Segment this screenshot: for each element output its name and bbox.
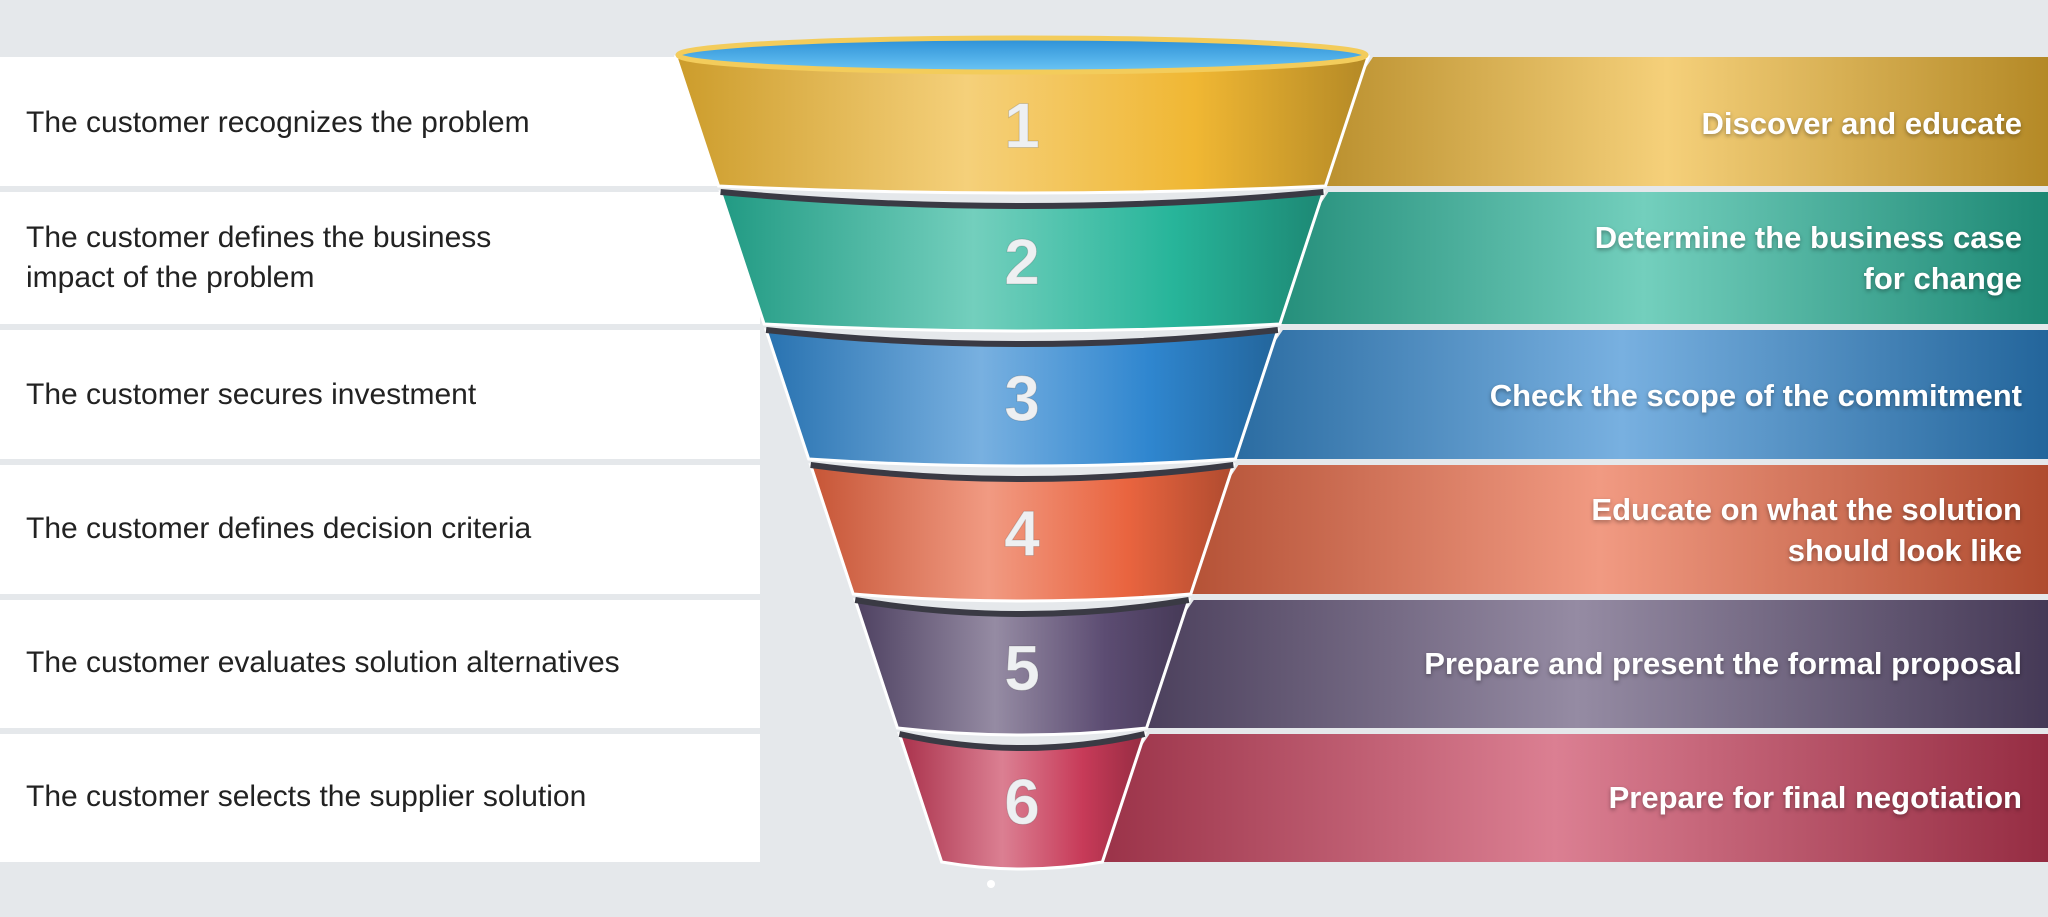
stage-band-4	[1150, 465, 2048, 594]
slide-dot	[987, 880, 995, 888]
funnel-opening	[675, 35, 1369, 75]
left-label-3: The customer secures investment	[26, 375, 476, 415]
funnel-rim-2	[720, 189, 1324, 209]
left-label-5: The customer evaluates solution alternat…	[26, 643, 620, 683]
right-label-3-line-1: Check the scope of the commitment	[1489, 378, 2022, 413]
stage-row-2	[0, 192, 760, 324]
stage-number-6: 6	[1004, 766, 1040, 838]
stage-row-4	[0, 465, 760, 594]
stage-band-1	[1285, 57, 2048, 186]
stage-band-3	[1195, 330, 2048, 459]
stage-number-3: 3	[1004, 363, 1040, 435]
stage-row-1	[0, 57, 760, 186]
left-label-4-line-1: The customer defines decision criteria	[26, 512, 532, 545]
left-label-6: The customer selects the supplier soluti…	[26, 777, 586, 817]
right-label-2-line-2: for change	[1863, 261, 2022, 296]
right-label-4-line-2: should look like	[1787, 533, 2022, 568]
right-label-2-line-1: Determine the business case	[1594, 220, 2022, 255]
left-label-2: The customer defines the business impact…	[26, 218, 491, 298]
right-label-5: Prepare and present the formal proposal	[1424, 643, 2022, 684]
left-label-1-line-1: The customer recognizes the problem	[26, 106, 530, 139]
stage-number-2: 2	[1004, 226, 1040, 298]
left-label-6-line-1: The customer selects the supplier soluti…	[26, 780, 587, 813]
funnel-rim-5	[854, 597, 1190, 617]
right-label-4: Educate on what the solution should look…	[1591, 489, 2022, 571]
stage-number-4: 4	[1004, 498, 1040, 570]
right-label-1: Discover and educate	[1702, 103, 2022, 144]
funnel-rim-4	[810, 462, 1234, 482]
right-label-6-line-1: Prepare for final negotiation	[1608, 780, 2022, 815]
stage-band-6	[1062, 734, 2048, 862]
left-label-2-line-1: The customer defines the business	[26, 221, 492, 254]
stage-number-5: 5	[1004, 632, 1040, 704]
stage-row-6	[0, 734, 760, 862]
stage-band-2	[1239, 192, 2048, 324]
right-label-2: Determine the business case for change	[1595, 217, 2022, 299]
funnel-rim-3	[765, 327, 1279, 347]
left-label-1: The customer recognizes the problem	[26, 103, 530, 143]
stage-band-5	[1106, 600, 2048, 728]
right-label-3: Check the scope of the commitment	[1490, 375, 2022, 416]
right-label-1-line-1: Discover and educate	[1701, 106, 2022, 141]
right-label-6: Prepare for final negotiation	[1609, 777, 2022, 818]
left-label-2-line-2: impact of the problem	[26, 261, 315, 294]
right-label-4-line-1: Educate on what the solution	[1591, 492, 2022, 527]
stage-row-3	[0, 330, 760, 459]
left-label-3-line-1: The customer secures investment	[26, 378, 477, 411]
right-label-5-line-1: Prepare and present the formal proposal	[1424, 646, 2022, 681]
left-label-4: The customer defines decision criteria	[26, 509, 531, 549]
left-label-5-line-1: The customer evaluates solution alternat…	[26, 646, 620, 679]
stage-number-1: 1	[1004, 90, 1040, 162]
funnel-rim-6	[898, 731, 1146, 751]
stage-row-5	[0, 600, 760, 728]
